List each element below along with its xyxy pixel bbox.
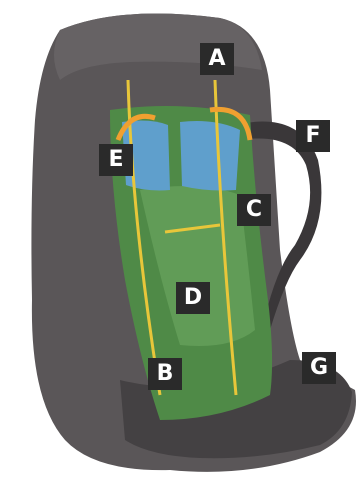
label-f: F — [296, 120, 330, 152]
label-a: A — [200, 43, 234, 75]
label-g: G — [302, 352, 336, 384]
label-e: E — [99, 144, 133, 176]
ventilation-pad-right — [180, 121, 240, 191]
label-c: C — [237, 194, 271, 226]
label-d: D — [176, 282, 210, 314]
label-b: B — [148, 358, 182, 390]
